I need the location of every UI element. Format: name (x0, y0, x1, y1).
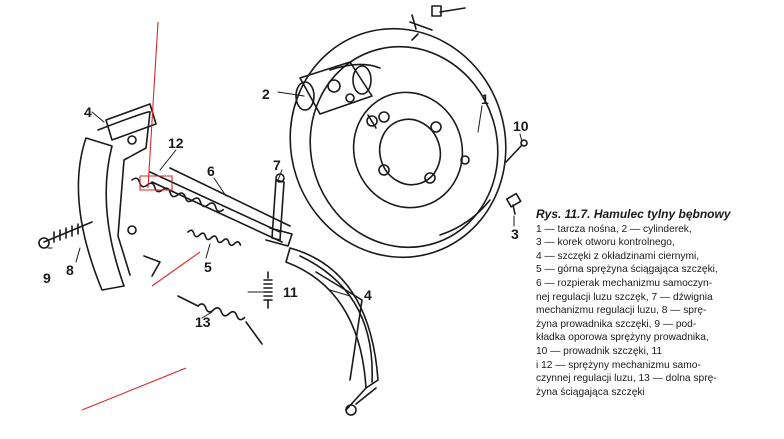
label-4-right: 4 (364, 287, 372, 303)
backing-plate-drawing (289, 27, 507, 259)
wheel-cylinder-drawing (295, 61, 378, 129)
label-5: 5 (204, 259, 212, 275)
caption-line: żyna prowadnika szczęki, 9 — pod- (536, 318, 697, 330)
label-9: 9 (43, 270, 51, 286)
adjuster-strut-drawing (149, 167, 293, 247)
bottom-pin-drawing (345, 387, 377, 416)
red-line-middle (151, 251, 201, 287)
caption-line: 4 — szczęki z okładzinami ciernymi, (536, 250, 700, 262)
red-line-upper (147, 21, 159, 189)
label-1: 1 (481, 91, 489, 107)
caption-line: żyna ściągająca szczęki (536, 386, 645, 398)
label-10: 10 (513, 118, 529, 134)
inspection-plug-drawing (505, 192, 522, 215)
label-2: 2 (262, 86, 270, 102)
caption-line: czynnej regulacji luzu, 13 — dolna sprę- (536, 373, 717, 385)
upper-springs-drawing (131, 177, 242, 247)
guide-pin-drawing (505, 139, 528, 163)
label-11: 11 (283, 284, 298, 300)
caption-line: 5 — górna sprężyna ściągająca szczęki, (536, 264, 718, 276)
red-annotations (81, 21, 201, 411)
mounting-bolts-drawing (409, 5, 466, 41)
guide-spring-drawing (38, 221, 93, 249)
label-13: 13 (195, 314, 211, 330)
caption-line: i 12 — sprężyny mechanizmu samo- (536, 359, 701, 371)
caption-line: kładka oporowa sprężyny prowadnika, (536, 332, 709, 344)
spring-11-drawing (263, 271, 273, 309)
label-8: 8 (66, 262, 74, 278)
right-shoe-drawing (285, 247, 379, 411)
caption-line: 6 — rozpierak mechanizmu samoczyn- (536, 277, 713, 289)
figure-caption: Rys. 11.7. Hamulec tylny bębnowy 1 — tar… (536, 207, 780, 399)
caption-line: nej regulacji luzu szczęk, 7 — dźwignia (536, 291, 713, 303)
label-6: 6 (207, 163, 215, 179)
label-4-left: 4 (84, 104, 92, 120)
caption-line: 3 — korek otworu kontrolnego, (536, 237, 675, 249)
label-7: 7 (273, 157, 281, 173)
caption-line: 10 — prowadnik szczęki, 11 (536, 345, 663, 357)
caption-line: mechanizmu regulacji luzu, 8 — sprę- (536, 305, 707, 317)
leader-lines (47, 91, 523, 319)
left-shoe-drawing (77, 103, 161, 291)
red-box (139, 175, 173, 191)
label-12: 12 (168, 135, 184, 151)
caption-line: 1 — tarcza nośna, 2 — cylinderek, (536, 223, 692, 235)
lower-spring-drawing (177, 295, 263, 345)
caption-title: Rys. 11.7. Hamulec tylny bębnowy (536, 207, 731, 221)
red-line-lower (81, 367, 187, 411)
label-3: 3 (511, 226, 519, 242)
